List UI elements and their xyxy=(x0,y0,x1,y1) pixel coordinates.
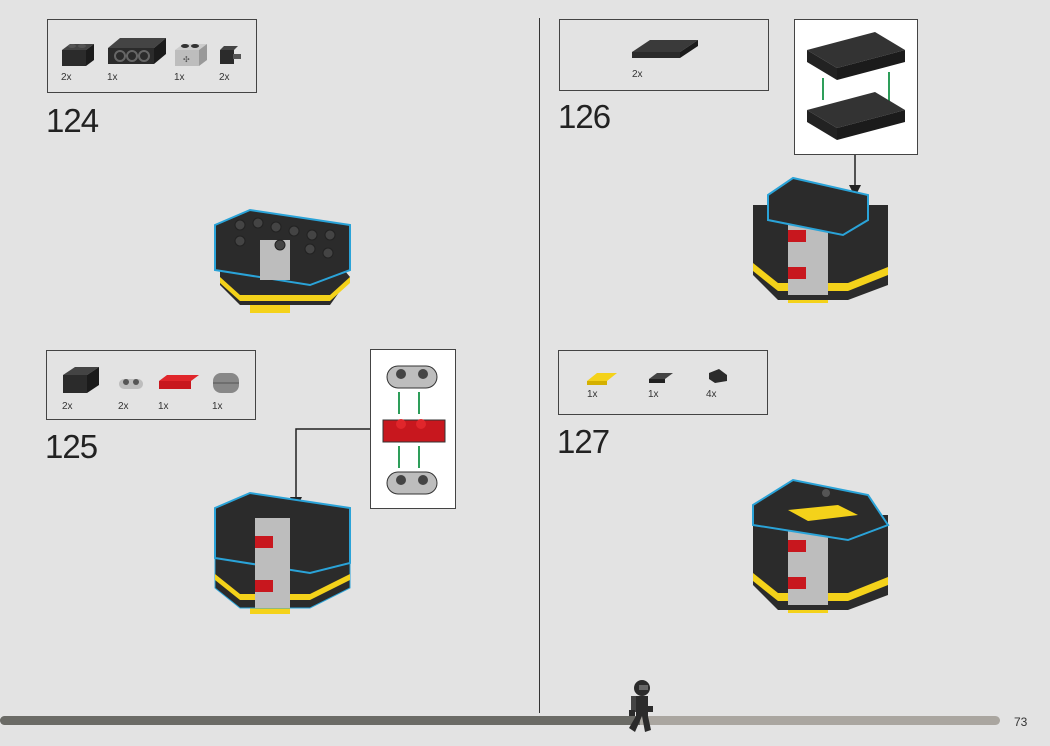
black-plate-icon xyxy=(632,40,698,58)
parts-list-step-127: 1x 1x 4x xyxy=(558,350,768,415)
red-clip-plate-icon xyxy=(159,375,199,389)
part-qty: 1x xyxy=(212,401,223,412)
page-divider xyxy=(539,18,540,713)
part-qty: 1x xyxy=(648,389,659,400)
progress-fill xyxy=(0,716,640,725)
model-illustration-step-125 xyxy=(214,491,351,614)
part-qty: 1x xyxy=(587,389,598,400)
gray-plate-icon xyxy=(119,379,143,389)
part-qty: 2x xyxy=(62,401,73,412)
page-number: 73 xyxy=(1014,715,1028,729)
yellow-grille-tile-icon xyxy=(587,373,617,385)
plate-stack-illustration xyxy=(807,32,905,140)
parts-list-step-124: 2x 1x ✣ 1x 2x xyxy=(47,19,257,93)
part-qty: 1x xyxy=(158,401,169,412)
technic-brick-icon xyxy=(108,38,166,64)
step-number: 124 xyxy=(46,102,99,139)
sub-assembly-callout xyxy=(794,19,918,155)
part-qty: 1x xyxy=(107,72,118,83)
parts-list-step-126: 2x xyxy=(559,19,769,91)
clip-brick-icon xyxy=(220,46,241,64)
part-qty: 2x xyxy=(118,401,129,412)
part-qty: 4x xyxy=(706,389,717,400)
model-illustration-step-124 xyxy=(214,208,351,313)
part-qty: 2x xyxy=(61,72,72,83)
svg-text:✣: ✣ xyxy=(183,55,190,64)
callout-arrow xyxy=(849,155,861,197)
part-qty: 1x xyxy=(174,72,185,83)
gray-round-brick-icon xyxy=(213,373,239,393)
part-qty: 2x xyxy=(632,69,643,80)
step-number: 125 xyxy=(45,428,98,465)
black-brick-2x2-icon xyxy=(63,367,99,393)
sub-assembly-callout xyxy=(370,349,456,509)
black-brick-icon xyxy=(62,44,94,66)
step-number: 127 xyxy=(557,423,610,460)
model-illustration-step-127 xyxy=(752,478,890,613)
gray-axle-brick-icon: ✣ xyxy=(175,44,207,66)
part-qty: 2x xyxy=(219,72,230,83)
sub-assembly-illustration xyxy=(382,365,446,495)
astronaut-minifig-icon xyxy=(629,680,653,732)
parts-list-step-125: 2x 2x 1x 1x xyxy=(46,350,256,420)
step-number: 126 xyxy=(558,98,611,135)
black-tile-icon xyxy=(649,373,673,383)
model-illustration-step-126 xyxy=(753,176,888,303)
black-slope-tile-icon xyxy=(709,369,727,383)
